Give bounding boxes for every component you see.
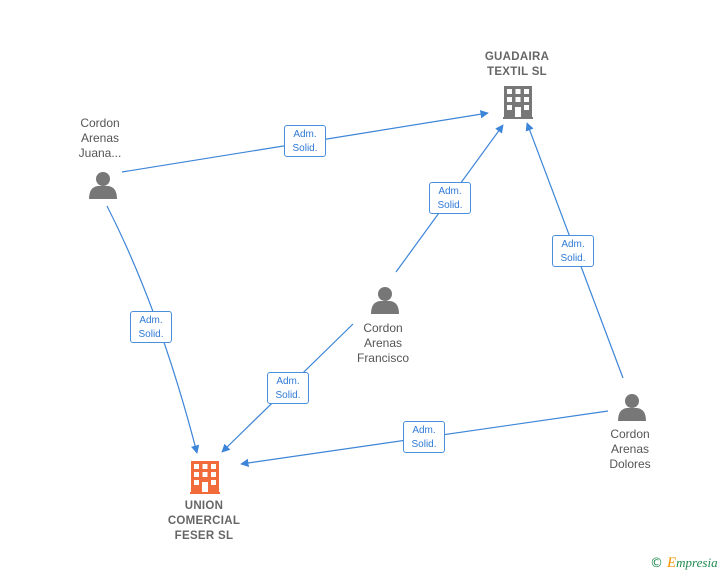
edge-label-line: Solid. [275,390,301,401]
label-line: FESER SL [174,530,234,542]
edge-label-juana-union[interactable]: Adm. Solid. [130,311,172,343]
person-icon [89,172,117,199]
label-line: COMERCIAL [167,515,241,527]
edge-label-line: Adm. [561,239,585,250]
edge-label-line: Solid. [138,329,164,340]
node-francisco-label[interactable]: Cordon Arenas Francisco [343,321,423,366]
label-line: Arenas [610,442,650,456]
node-juana-label[interactable]: Cordon Arenas Juana... [60,116,140,161]
label-line: Dolores [609,457,651,471]
edge-label-line: Adm. [438,186,462,197]
label-line: GUADAIRA [484,51,550,63]
edge-label-line: Adm. [293,129,317,140]
label-line: Arenas [363,336,403,350]
empresia-watermark: © Empresia [650,555,718,572]
label-line: TEXTIL SL [487,66,547,78]
building-icon [503,86,533,119]
label-line: Cordon [80,116,120,130]
edge-label-juana-guadaira[interactable]: Adm. Solid. [284,125,326,157]
edge-label-dolores-union[interactable]: Adm. Solid. [403,421,445,453]
label-line: Francisco [356,351,409,365]
person-icon [618,394,646,421]
node-guadaira-label[interactable]: GUADAIRA TEXTIL SL [474,50,560,80]
brand-name: mpresia [676,555,718,570]
person-icon [371,287,399,314]
edge-label-francisco-guadaira[interactable]: Adm. Solid. [429,182,471,214]
node-dolores-label[interactable]: Cordon Arenas Dolores [590,427,670,472]
building-icon [190,461,220,494]
label-line: Arenas [80,131,120,145]
edge-label-line: Solid. [411,439,437,450]
label-line: Cordon [610,427,650,441]
copyright-symbol: © [650,556,663,571]
edge-label-line: Adm. [139,315,163,326]
brand-initial: E [667,555,677,571]
label-line: Juana... [78,146,122,160]
edge-label-line: Adm. [412,425,436,436]
label-line: Cordon [363,321,403,335]
label-line: UNION [184,500,224,512]
node-union-label[interactable]: UNION COMERCIAL FESER SL [152,499,256,544]
edge-label-line: Solid. [437,200,463,211]
edge-label-line: Solid. [560,253,586,264]
edge-label-line: Solid. [292,143,318,154]
edge-label-line: Adm. [276,376,300,387]
edge-label-dolores-guadaira[interactable]: Adm. Solid. [552,235,594,267]
edge-label-francisco-union[interactable]: Adm. Solid. [267,372,309,404]
